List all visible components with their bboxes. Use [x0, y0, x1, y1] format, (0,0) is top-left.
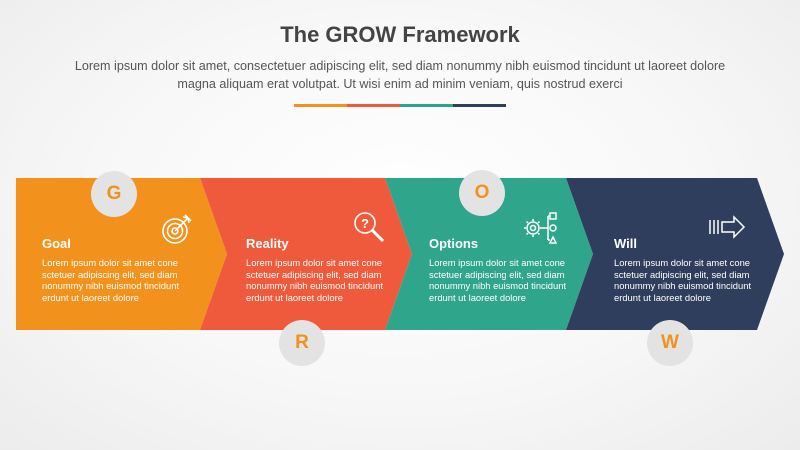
- divider-segment-3: [400, 104, 453, 107]
- goal-letter-circle: G: [91, 171, 137, 217]
- will-chevron: [566, 178, 784, 330]
- will-letter: W: [661, 332, 679, 353]
- goal-body: Lorem ipsum dolor sit amet cone sctetuer…: [42, 257, 180, 303]
- goal-letter: G: [106, 183, 122, 204]
- options-letter-circle: O: [459, 170, 505, 216]
- divider-segment-1: [294, 104, 347, 107]
- page-subtitle: Lorem ipsum dolor sit amet, consectetuer…: [74, 59, 726, 91]
- target-icon: [162, 214, 192, 244]
- divider-segment-2: [347, 104, 400, 107]
- arrow-right-icon: [709, 215, 746, 239]
- will-heading: Will: [614, 236, 637, 251]
- goal-heading: Goal: [42, 236, 71, 251]
- page-title: The GROW Framework: [280, 22, 520, 47]
- reality-chevron: [200, 178, 412, 330]
- goal-chevron: [16, 178, 227, 330]
- options-letter: O: [474, 182, 490, 203]
- reality-heading: Reality: [246, 236, 289, 251]
- title-divider: [294, 104, 506, 107]
- will-body: Lorem ipsum dolor sit amet cone sctetuer…: [614, 257, 752, 303]
- will-letter-circle: W: [647, 320, 693, 366]
- reality-letter: R: [295, 332, 309, 353]
- reality-body: Lorem ipsum dolor sit amet cone sctetuer…: [246, 257, 384, 303]
- gear-flowchart-icon: [524, 212, 558, 244]
- options-body: Lorem ipsum dolor sit amet cone sctetuer…: [429, 257, 567, 303]
- svg-text:?: ?: [361, 216, 369, 231]
- reality-letter-circle: R: [279, 320, 325, 366]
- question-magnifier-icon: ?: [354, 212, 385, 243]
- options-chevron: [385, 178, 593, 330]
- options-heading: Options: [429, 236, 479, 251]
- divider-segment-4: [453, 104, 506, 107]
